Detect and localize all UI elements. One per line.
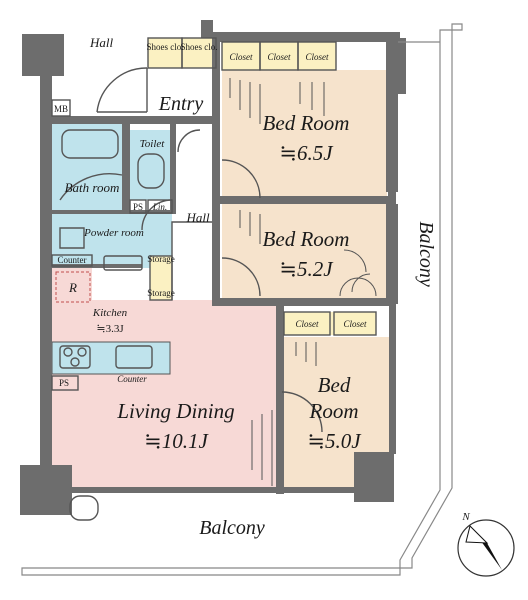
toilet-label: Toilet [140, 138, 166, 150]
hall-top-label: Hall [89, 35, 114, 50]
bedroom-2-size: ≒5.2J [279, 257, 334, 281]
door-hatches [229, 78, 377, 486]
closet-1-label: Closet [229, 52, 253, 62]
walls [20, 20, 406, 515]
window-marks [119, 89, 396, 493]
text-labels: Hall Shoes clo. Shoes clo. Closet Closet… [54, 35, 470, 539]
shoes-1-text: Shoes clo. [147, 42, 184, 52]
ps-label-2: PS [59, 378, 69, 388]
powder-room-label: Powder room [83, 227, 144, 239]
bedroom-2-floor [222, 204, 387, 304]
refrigerator-label: R [68, 280, 77, 295]
linen-label: Lin. [152, 202, 167, 212]
bathroom-label: Bath room [65, 180, 120, 195]
balcony-outline [21, 23, 463, 576]
bedroom-3-label-line-1: Bed [318, 373, 351, 397]
kitchen-label: Kitchen [92, 307, 128, 319]
refrigerator-space [55, 271, 91, 303]
shoes-2-text: Shoes clo. [181, 42, 218, 52]
compass-icon [457, 519, 515, 577]
bedroom-1-size: ≒6.5J [279, 141, 334, 165]
living-dining-floor [52, 268, 282, 490]
living-dining-label: Living Dining [116, 399, 234, 423]
mb-label: MB [54, 104, 68, 114]
shoes-closet-label-1: Shoes clo. [147, 42, 184, 52]
bedroom-3-label-line-2: Room [309, 399, 359, 423]
bedroom-1-closets-floor [222, 42, 336, 70]
storage-floor [150, 256, 172, 300]
thin-lines [51, 37, 377, 521]
bathroom-floor [52, 124, 126, 210]
storage-label-2: Storage [147, 288, 175, 298]
kitchen-size: ≒3.3J [96, 323, 124, 335]
bedroom-3-size: ≒5.0J [307, 429, 362, 453]
shoes-closet-label-2: Shoes clo. [181, 42, 218, 52]
closet-4-label: Closet [295, 319, 319, 329]
bedroom-1-label: Bed Room [263, 111, 350, 135]
bedroom-2-label: Bed Room [263, 227, 350, 251]
entry-label: Entry [158, 93, 204, 115]
hall-mid-label: Hall [185, 210, 210, 225]
counter-label-1: Counter [58, 255, 87, 265]
storage-label-1: Storage [147, 254, 175, 264]
balcony-right-label: Balcony [415, 221, 437, 287]
counter-label-2: Counter [117, 374, 147, 384]
living-dining-size: ≒10.1J [144, 429, 209, 453]
closet-5-label: Closet [343, 319, 367, 329]
closet-2-label: Closet [267, 52, 291, 62]
closet-3-label: Closet [305, 52, 329, 62]
balcony-bottom-label: Balcony [199, 517, 265, 539]
ps-label-1: PS [133, 202, 143, 212]
north-label: N [461, 511, 470, 523]
